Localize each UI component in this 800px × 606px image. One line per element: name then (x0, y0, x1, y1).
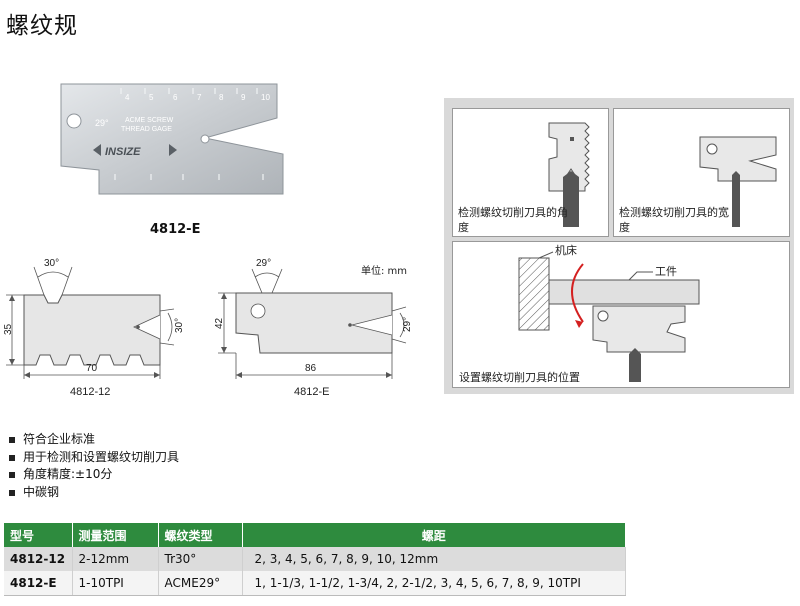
engraving-line2: THREAD GAGE (121, 126, 172, 133)
right-width-dim: 86 (305, 363, 317, 374)
scale-number: 7 (197, 93, 202, 102)
left-width-dim: 70 (86, 363, 98, 374)
engraving-line1: ACME SCREW (125, 117, 174, 124)
cell-range: 2-12mm (72, 547, 159, 571)
spec-table: 型号 测量范围 螺纹类型 螺距 4812-12 2-12mm Tr30° 2, … (4, 523, 626, 596)
cell-type: ACME29° (158, 571, 243, 596)
left-height-dim: 35 (3, 323, 14, 335)
cell-range: 1-10TPI (72, 571, 159, 596)
table-row: 4812-12 2-12mm Tr30° 2, 3, 4, 5, 6, 7, 8… (4, 547, 626, 571)
setup-label: 设置螺纹切削刀具的位置 (459, 371, 580, 384)
feature-item: 角度精度:±10分 (8, 466, 179, 484)
right-side-angle: 29° (402, 317, 413, 332)
unit-note: 单位: mm (361, 266, 408, 277)
setup-diagram: 机床 工件 设置螺纹切削刀具的位置 (452, 241, 790, 388)
technical-drawing: 30° 30° 35 70 4812-12 29° 29° 42 86 4812… (3, 258, 413, 398)
header-type: 螺纹类型 (158, 523, 243, 547)
header-range: 测量范围 (72, 523, 159, 547)
right-height-dim: 42 (214, 317, 225, 329)
engraving-angle: 29° (95, 118, 109, 128)
scale-number: 8 (219, 93, 224, 102)
feature-item: 中碳钢 (8, 484, 179, 502)
left-side-angle: 30° (174, 318, 185, 333)
feature-item: 符合企业标准 (8, 431, 179, 449)
page-title: 螺纹规 (6, 13, 78, 39)
angle-check-label: 检测螺纹切削刀具的角度 (458, 206, 568, 234)
cell-model: 4812-E (4, 571, 73, 596)
right-top-angle: 29° (256, 258, 271, 269)
table-header-row: 型号 测量范围 螺纹类型 螺距 (4, 523, 626, 547)
feature-list: 符合企业标准 用于检测和设置螺纹切削刀具 角度精度:±10分 中碳钢 (8, 431, 179, 501)
workpiece-label: 工件 (655, 265, 677, 278)
feature-item: 用于检测和设置螺纹切削刀具 (8, 449, 179, 467)
header-pitch: 螺距 (242, 523, 626, 547)
application-diagrams: 检测螺纹切削刀具的角度 检测螺纹切削刀具的宽度 机床 工件 (444, 98, 794, 394)
lathe-label: 机床 (555, 244, 577, 257)
right-caption: 4812-E (294, 386, 329, 398)
photo-model-caption: 4812-E (150, 222, 201, 237)
gauge-outline-4812-e (235, 292, 393, 354)
brand-text: INSIZE (105, 146, 141, 158)
cell-type: Tr30° (158, 547, 243, 571)
angle-check-illustration (548, 122, 590, 227)
angle-check-diagram: 检测螺纹切削刀具的角度 (452, 108, 609, 237)
scale-number: 10 (261, 93, 270, 102)
setup-illustration (518, 251, 700, 382)
left-caption: 4812-12 (70, 386, 110, 398)
brand-logo: INSIZE (93, 144, 177, 158)
width-check-diagram: 检测螺纹切削刀具的宽度 (613, 108, 790, 237)
header-model: 型号 (4, 523, 73, 547)
cell-pitch: 1, 1-1/3, 1-1/2, 1-3/4, 2, 2-1/2, 3, 4, … (242, 571, 626, 596)
scale-number: 6 (173, 93, 178, 102)
scale-number: 5 (149, 93, 154, 102)
left-top-angle: 30° (44, 258, 59, 269)
scale-number: 9 (241, 93, 246, 102)
width-check-illustration (699, 136, 777, 227)
scale-number: 4 (125, 93, 130, 102)
gauge-photo: 4 5 6 7 8 9 10 29° ACME SCREW THREAD GAG… (60, 83, 284, 195)
table-row: 4812-E 1-10TPI ACME29° 1, 1-1/3, 1-1/2, … (4, 571, 626, 596)
cell-pitch: 2, 3, 4, 5, 6, 7, 8, 9, 10, 12mm (242, 547, 626, 571)
width-check-label: 检测螺纹切削刀具的宽度 (619, 206, 729, 234)
cell-model: 4812-12 (4, 547, 73, 571)
